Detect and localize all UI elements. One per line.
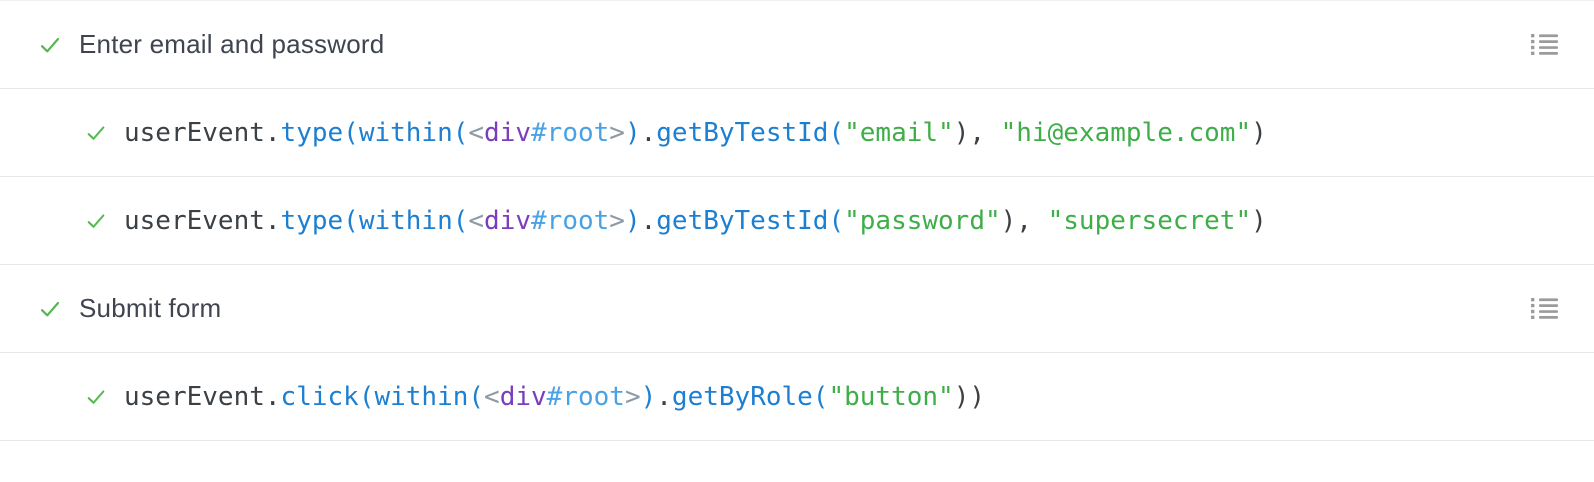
code-token: ) xyxy=(624,117,641,148)
code-token: #root xyxy=(531,205,610,236)
code-token: type(within( xyxy=(280,205,469,236)
code-token: < xyxy=(468,117,485,148)
step-row-enter-email-and-password[interactable]: Enter email and password xyxy=(0,1,1594,89)
command-row-click-button[interactable]: userEvent.click(within(<div#root>).getBy… xyxy=(0,353,1594,441)
check-icon xyxy=(85,210,107,232)
code-token: div xyxy=(499,381,547,412)
code-token: #root xyxy=(531,117,610,148)
check-icon xyxy=(38,33,62,57)
code-token: getByTestId( xyxy=(656,117,845,148)
code-token: "email" xyxy=(844,117,954,148)
code-token: "password" xyxy=(844,205,1001,236)
code-token: userEvent. xyxy=(124,117,281,148)
step-title: Enter email and password xyxy=(79,29,385,59)
code-token: "supersecret" xyxy=(1047,205,1252,236)
code-token: type(within( xyxy=(280,117,469,148)
code-token: div xyxy=(484,117,532,148)
code-token: getByTestId( xyxy=(656,205,845,236)
code-token: > xyxy=(609,117,625,148)
code-token: "hi@example.com" xyxy=(1000,117,1252,148)
code-token: ) xyxy=(624,205,641,236)
list-icon[interactable] xyxy=(1531,265,1558,352)
code-token: ) xyxy=(1251,117,1267,148)
step-row-submit-form[interactable]: Submit form xyxy=(0,265,1594,353)
code-token: < xyxy=(468,205,485,236)
code-token: . xyxy=(656,381,672,412)
step-title: Submit form xyxy=(79,293,222,323)
command-code: userEvent.type(within(<div#root>).getByT… xyxy=(124,118,1267,148)
code-token: div xyxy=(484,205,532,236)
list-icon[interactable] xyxy=(1531,1,1558,88)
code-token: . xyxy=(640,117,657,148)
code-token: . xyxy=(640,205,657,236)
code-token: > xyxy=(624,381,641,412)
code-token: #root xyxy=(546,381,625,412)
command-code: userEvent.type(within(<div#root>).getByT… xyxy=(124,206,1267,236)
code-token: userEvent. xyxy=(124,381,281,412)
code-token: "button" xyxy=(828,381,954,412)
code-token: > xyxy=(609,205,625,236)
code-token: getByRole( xyxy=(671,381,829,412)
check-icon xyxy=(85,386,107,408)
check-icon xyxy=(85,122,107,144)
test-log-panel: Enter email and password userEvent.type(… xyxy=(0,0,1594,441)
code-token: ) xyxy=(1251,205,1267,236)
command-code: userEvent.click(within(<div#root>).getBy… xyxy=(124,382,985,412)
command-row-type-password[interactable]: userEvent.type(within(<div#root>).getByT… xyxy=(0,177,1594,265)
command-row-type-email[interactable]: userEvent.type(within(<div#root>).getByT… xyxy=(0,89,1594,177)
code-token: ), xyxy=(1000,205,1048,236)
code-token: ) xyxy=(640,381,657,412)
code-token: click(within( xyxy=(280,381,485,412)
code-token: )) xyxy=(953,381,986,412)
code-token: userEvent. xyxy=(124,205,281,236)
code-token: < xyxy=(484,381,500,412)
check-icon xyxy=(38,297,62,321)
code-token: ), xyxy=(953,117,1001,148)
